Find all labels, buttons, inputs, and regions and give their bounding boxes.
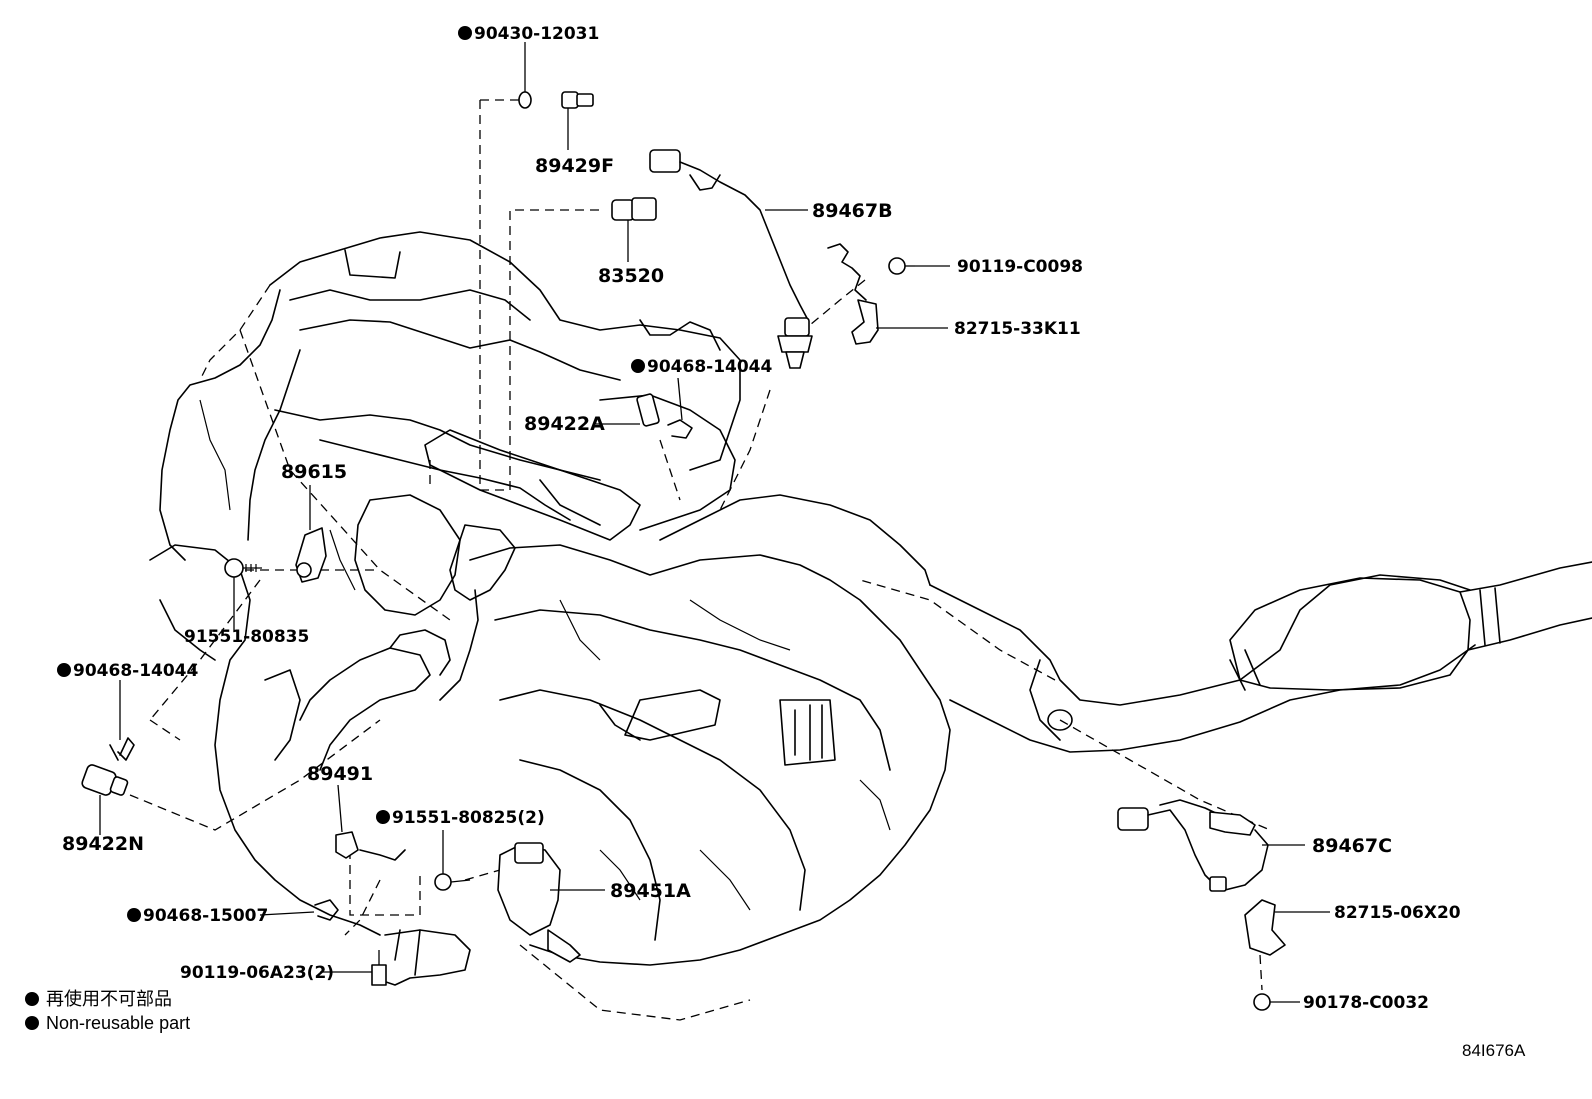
switch-89451A	[497, 842, 581, 963]
non-reusable-mark	[57, 663, 71, 677]
components	[81, 91, 1286, 1011]
legend-english: Non-reusable part	[46, 1013, 190, 1033]
bolt-90119-06A23	[371, 950, 387, 986]
label-90468-14044-top: 90468-14044	[647, 357, 773, 377]
label-90430-12031: 90430-12031	[474, 24, 599, 44]
legend-bullet-icon	[25, 1016, 39, 1030]
non-reusable-mark	[376, 810, 390, 824]
label-89491: 89491	[307, 763, 373, 785]
legend-japanese: 再使用不可部品	[46, 989, 172, 1009]
legend-bullet-icon	[25, 992, 39, 1006]
non-reusable-mark	[127, 908, 141, 922]
nut-90178-C0032	[1253, 993, 1271, 1011]
sensor-89422A	[636, 393, 660, 427]
dashed-phantom-lines	[129, 99, 1271, 1021]
label-91551-80825: 91551-80825(2)	[392, 808, 545, 828]
label-89422A: 89422A	[524, 413, 605, 435]
label-89429F: 89429F	[535, 155, 614, 177]
switch-83520	[611, 197, 657, 230]
sensor-89422N	[81, 764, 129, 796]
clip-90468-14044-left	[109, 737, 135, 761]
label-90468-15007: 90468-15007	[143, 906, 268, 926]
clip-90468-14044-top	[667, 419, 693, 439]
non-reusable-mark	[631, 359, 645, 373]
label-83520: 83520	[598, 265, 664, 287]
part-labels: 90430-12031 89429F 83520 89467B 90119-C0…	[57, 24, 1461, 1013]
sensor-89491	[335, 831, 406, 861]
engine-transaxle-drawing	[149, 231, 1592, 986]
knock-sensor-89615	[295, 527, 327, 583]
bolt-91551-80825	[434, 873, 471, 891]
oxygen-sensor-89467C	[1117, 799, 1269, 892]
bracket-82715-06X20	[1244, 899, 1286, 956]
oxygen-sensor-89467B	[649, 149, 813, 369]
legend: 再使用不可部品 Non-reusable part	[25, 989, 190, 1033]
label-82715-33K11: 82715-33K11	[954, 319, 1081, 339]
label-82715-06X20: 82715-06X20	[1334, 903, 1461, 923]
leader-lines	[99, 42, 1330, 1003]
sensor-89429F	[561, 91, 594, 118]
clip-90468-15007	[314, 899, 339, 921]
bolt-90119-C0098	[888, 257, 915, 275]
figure-id: 84I676A	[1462, 1041, 1526, 1060]
label-89422N: 89422N	[62, 833, 144, 855]
bolt-91551-80835	[224, 558, 262, 578]
label-90178-C0032: 90178-C0032	[1303, 993, 1429, 1013]
label-89467B: 89467B	[812, 200, 893, 222]
label-90119-06A23: 90119-06A23(2)	[180, 963, 334, 983]
non-reusable-mark	[458, 26, 472, 40]
label-91551-80835: 91551-80835	[184, 627, 309, 647]
gasket-washer	[518, 91, 532, 109]
label-89615: 89615	[281, 461, 347, 483]
bracket-82715-33K11	[851, 299, 879, 345]
label-90119-C0098: 90119-C0098	[957, 257, 1083, 277]
label-89467C: 89467C	[1312, 835, 1392, 857]
label-90468-14044-left: 90468-14044	[73, 661, 199, 681]
label-89451A: 89451A	[610, 880, 691, 902]
